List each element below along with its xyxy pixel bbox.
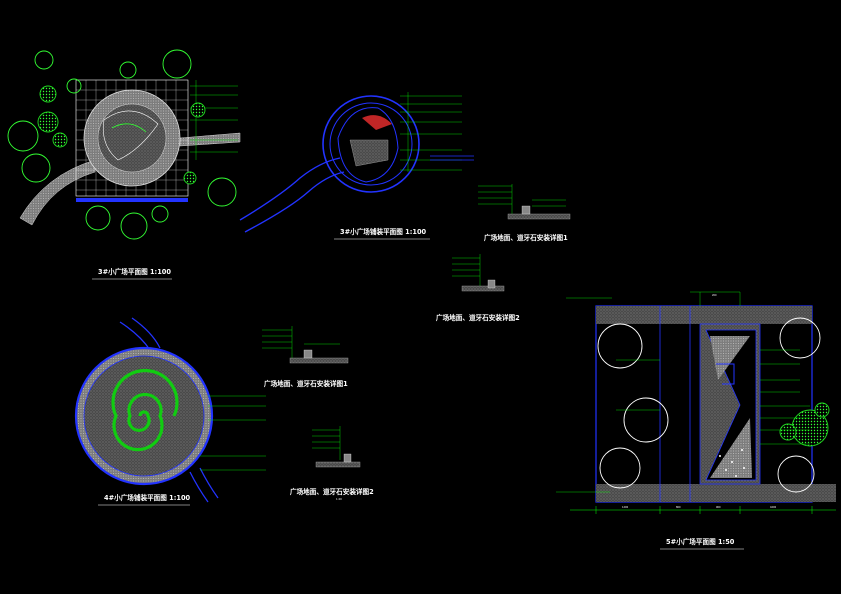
plaza-5-dim-2: 800: [676, 506, 681, 509]
plaza-5-dim-top: 200: [712, 294, 717, 297]
curb-detail-2b-scale: 1:20: [336, 497, 342, 501]
curb-detail-1a-title: 广场地面、道牙石安装详图1: [484, 233, 568, 242]
curb-detail-2b-title: 广场地面、道牙石安装详图2: [290, 487, 374, 496]
curb-detail-1a: 广场地面、道牙石安装详图1: [478, 184, 571, 242]
plaza-3-plan: 3#小广场平面图 1:100: [7, 49, 241, 280]
curb-detail-2a-title: 广场地面、道牙石安装详图2: [436, 313, 520, 322]
curb-detail-2a: 广场地面、道牙石安装详图2: [436, 254, 520, 322]
plaza-3-paving-plan: 3#小广场铺装平面图 1:100: [239, 92, 474, 240]
plaza-5-dim-1: 1200: [622, 506, 629, 509]
plaza-5-plan: 1200 800 900 4200 200 5#小广场平面图 1:50: [556, 291, 836, 550]
plaza-5-dim-3: 900: [716, 506, 721, 509]
plaza-4-paving-title: 4#小广场铺装平面图 1:100: [104, 493, 191, 502]
plaza-3-paving-title: 3#小广场铺装平面图 1:100: [340, 227, 427, 236]
plaza-5-dim-4: 4200: [770, 506, 777, 509]
curb-detail-1b: 广场地面、道牙石安装详图1: [262, 326, 349, 388]
plaza-3-title: 3#小广场平面图 1:100: [98, 267, 171, 276]
plaza-4-paving-plan: 4#小广场铺装平面图 1:100: [74, 317, 266, 506]
plaza-5-title: 5#小广场平面图 1:50: [666, 537, 735, 546]
curb-detail-2b: 广场地面、道牙石安装详图2 1:20: [290, 426, 374, 501]
curb-detail-1b-title: 广场地面、道牙石安装详图1: [264, 379, 348, 388]
